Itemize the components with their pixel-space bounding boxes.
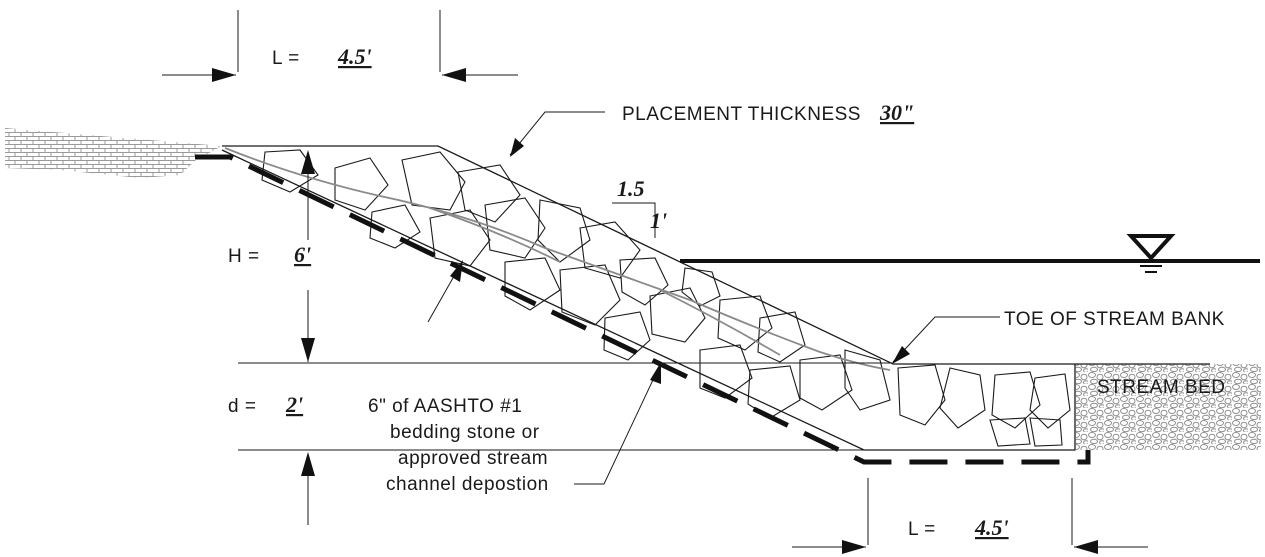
existing-ground-hatch <box>5 128 222 178</box>
toe-label: TOE OF STREAM BANK <box>1004 309 1225 330</box>
top-length-value: 4.5' <box>337 44 372 69</box>
bottom-length-value: 4.5' <box>974 515 1009 540</box>
svg-text:6" of AASHTO #1: 6" of AASHTO #1 <box>368 396 522 417</box>
depth-value: 2' <box>285 392 303 417</box>
riprap-top-edge <box>222 145 1210 365</box>
toe-leader <box>892 316 1000 363</box>
slope-vertical: 1' <box>650 208 667 233</box>
slope-indicator <box>612 202 656 238</box>
depth-prefix: d = <box>228 396 256 417</box>
stream-bed-gravel <box>1076 364 1261 450</box>
height-value: 6' <box>294 242 311 267</box>
bottom-length-prefix: L = <box>908 519 936 540</box>
svg-text:channel depostion: channel depostion <box>386 474 549 495</box>
placement-thickness-label: PLACEMENT THICKNESS <box>622 104 861 125</box>
riprap-bottom-edge <box>221 149 1076 451</box>
svg-text:bedding stone or: bedding stone or <box>390 422 540 443</box>
placement-thickness-value: 30" <box>879 100 914 125</box>
water-surface-icon <box>1126 234 1176 273</box>
top-length-prefix: L = <box>272 48 300 69</box>
stream-bed-label: STREAM BED <box>1097 377 1226 398</box>
height-prefix: H = <box>228 246 260 267</box>
svg-text:approved stream: approved stream <box>398 448 548 469</box>
bedding-leader <box>574 364 661 485</box>
bedding-note: 6" of AASHTO #1 bedding stone or approve… <box>368 396 549 495</box>
slope-horizontal: 1.5 <box>617 176 645 201</box>
thickness-leader <box>509 111 605 156</box>
filter-fabric-line-lower <box>429 207 781 356</box>
bedding-dashed-line <box>195 154 1091 465</box>
filter-fabric-line <box>224 147 891 371</box>
